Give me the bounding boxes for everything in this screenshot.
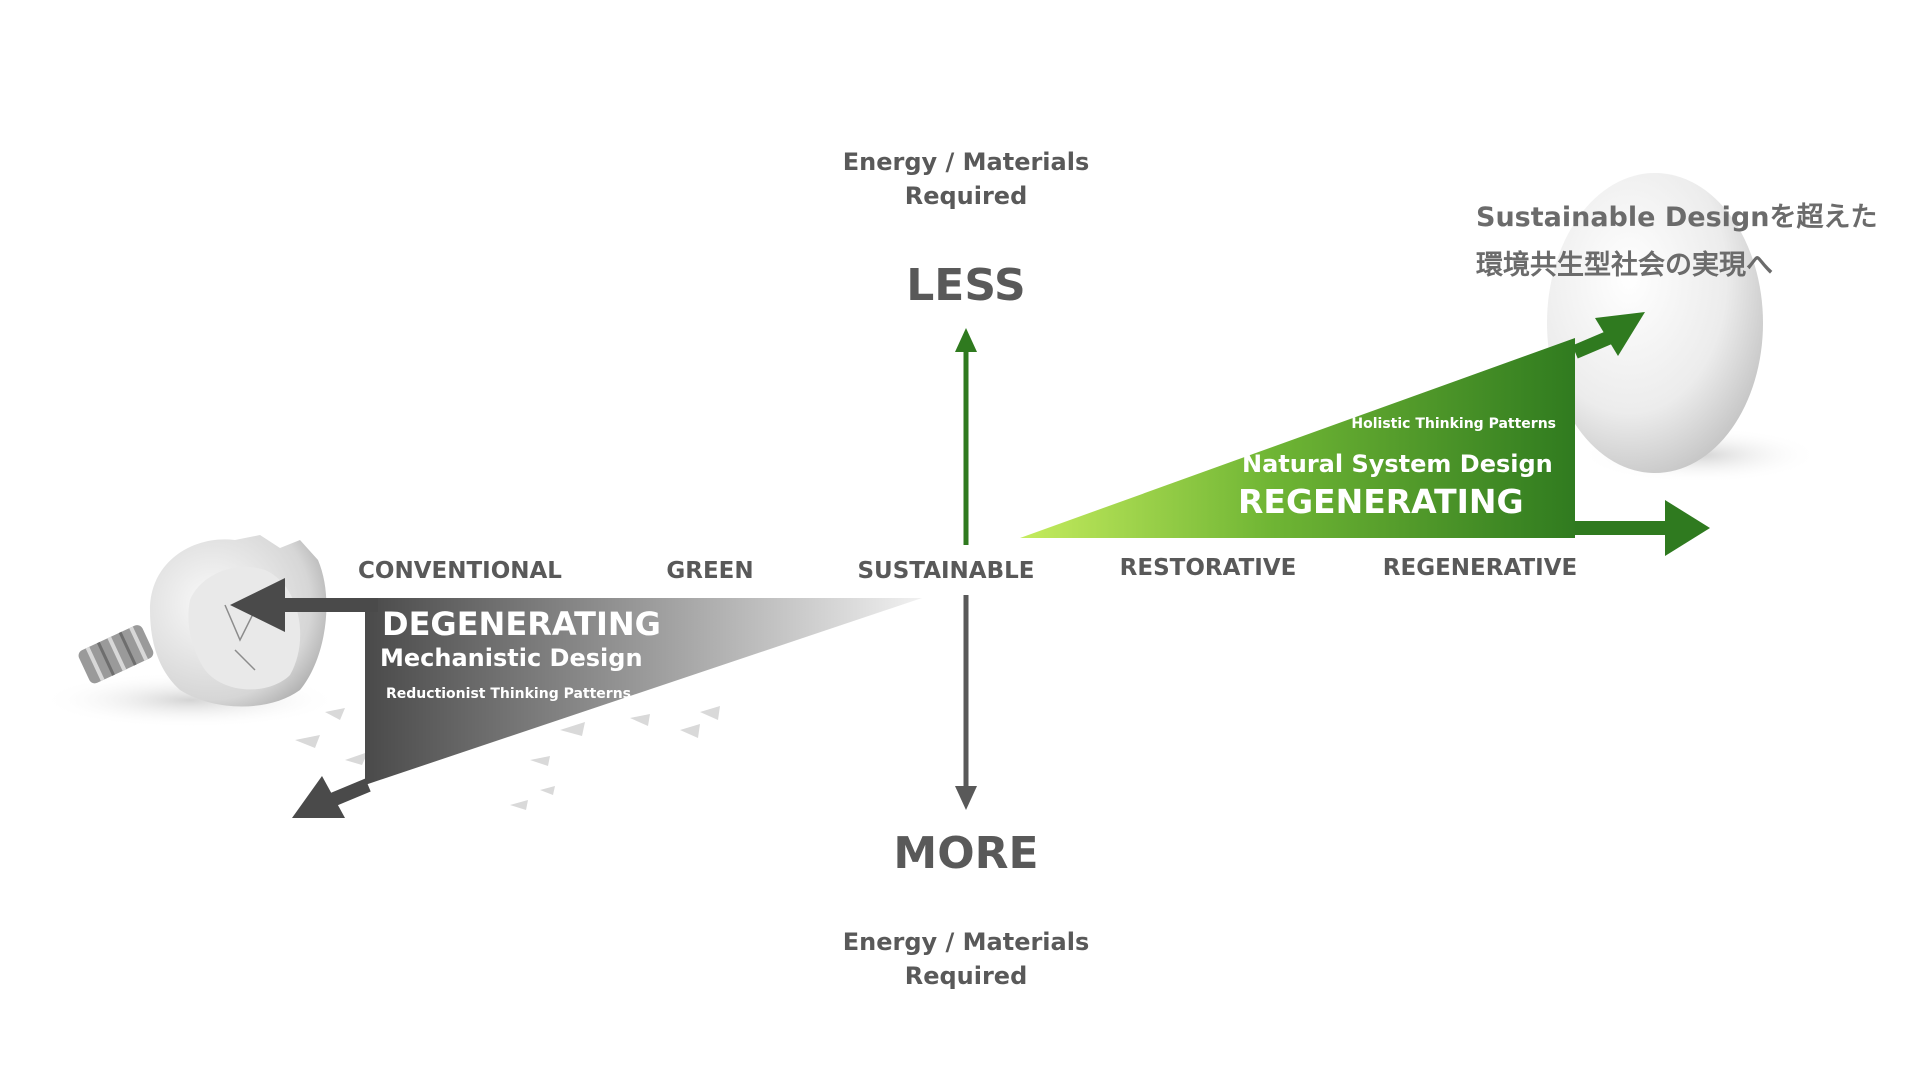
- bulb-filament: [224, 604, 256, 671]
- note-line1: Sustainable Designを超えた: [1476, 202, 1877, 233]
- degenerating-subtitle: Mechanistic Design: [380, 644, 643, 672]
- top-axis-caption-line1: Energy / Materials: [843, 148, 1090, 176]
- regenerating-subtitle: Natural System Design: [1242, 450, 1553, 478]
- more-label: MORE: [893, 828, 1038, 879]
- bulb-screw-base: [78, 625, 154, 684]
- scale-label-sustainable: SUSTAINABLE: [857, 558, 1034, 584]
- egg-body: [1547, 173, 1763, 473]
- shell-fragments: [295, 706, 720, 810]
- regenerating-right-arrow-shaft: [1575, 521, 1675, 535]
- vertical-axis: [955, 328, 977, 810]
- bottom-axis-caption-line1: Energy / Materials: [843, 928, 1090, 956]
- less-label: LESS: [906, 260, 1026, 311]
- degenerating-gradient-area: [365, 598, 922, 785]
- regenerating-wedge: [1020, 312, 1710, 556]
- axis-up-arrowhead: [955, 328, 977, 352]
- bottom-axis-caption-line2: Required: [905, 962, 1028, 990]
- top-axis-caption-line2: Required: [905, 182, 1028, 210]
- regenerating-title: REGENERATING: [1238, 482, 1524, 521]
- scale-label-restorative: RESTORATIVE: [1120, 555, 1297, 581]
- regenerating-upper-arrowhead: [1595, 312, 1645, 356]
- regenerating-gradient-area: [1020, 338, 1575, 538]
- regenerating-caption: Holistic Thinking Patterns: [1351, 416, 1556, 432]
- axis-down-arrowhead: [955, 786, 977, 810]
- regenerating-right-arrowhead: [1665, 500, 1710, 556]
- degenerating-title: DEGENERATING: [382, 605, 661, 643]
- degenerating-left-arrowhead: [230, 578, 285, 632]
- degenerating-left-arrow-shaft: [278, 598, 378, 612]
- scale-label-regenerative: REGENERATIVE: [1383, 555, 1577, 581]
- note-line2: 環境共生型社会の実現へ: [1476, 249, 1773, 281]
- white-egg-image: [1547, 173, 1820, 483]
- degenerating-caption: Reductionist Thinking Patterns: [386, 686, 631, 702]
- scale-label-conventional: CONVENTIONAL: [358, 558, 562, 584]
- degenerating-lower-arrowhead: [292, 776, 345, 818]
- scale-label-green: GREEN: [666, 558, 753, 584]
- degenerating-wedge: [230, 578, 922, 818]
